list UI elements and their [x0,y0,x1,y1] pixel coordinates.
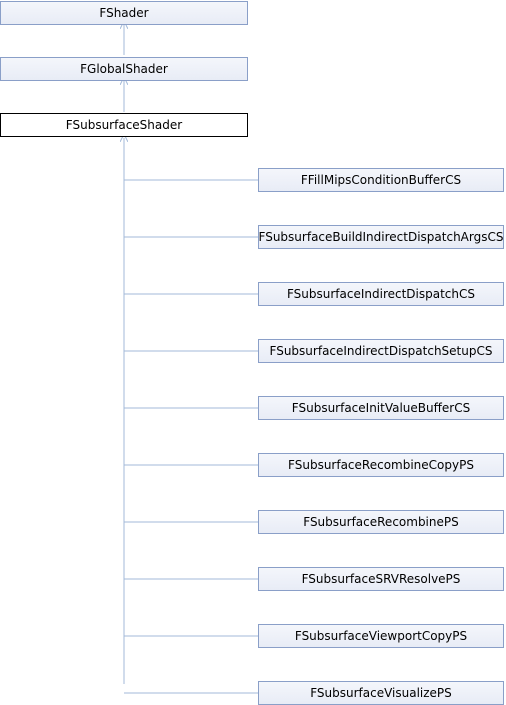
class-node-child[interactable]: FSubsurfaceIndirectDispatchCS [258,282,504,306]
class-node-fglobalshader[interactable]: FGlobalShader [0,57,248,81]
class-node-fshader[interactable]: FShader [0,1,248,25]
class-node-child[interactable]: FSubsurfaceVisualizePS [258,681,504,705]
class-node-child[interactable]: FFillMipsConditionBufferCS [258,168,504,192]
class-node-child[interactable]: FSubsurfaceIndirectDispatchSetupCS [258,339,504,363]
class-node-child[interactable]: FSubsurfaceInitValueBufferCS [258,396,504,420]
class-node-child[interactable]: FSubsurfaceBuildIndirectDispatchArgsCS [258,225,504,249]
class-node-child[interactable]: FSubsurfaceRecombinePS [258,510,504,534]
child-branches [124,179,258,694]
class-node-child[interactable]: FSubsurfaceViewportCopyPS [258,624,504,648]
class-node-fsubsurfaceshader: FSubsurfaceShader [0,113,248,137]
class-node-child[interactable]: FSubsurfaceSRVResolvePS [258,567,504,591]
class-node-child[interactable]: FSubsurfaceRecombineCopyPS [258,453,504,477]
